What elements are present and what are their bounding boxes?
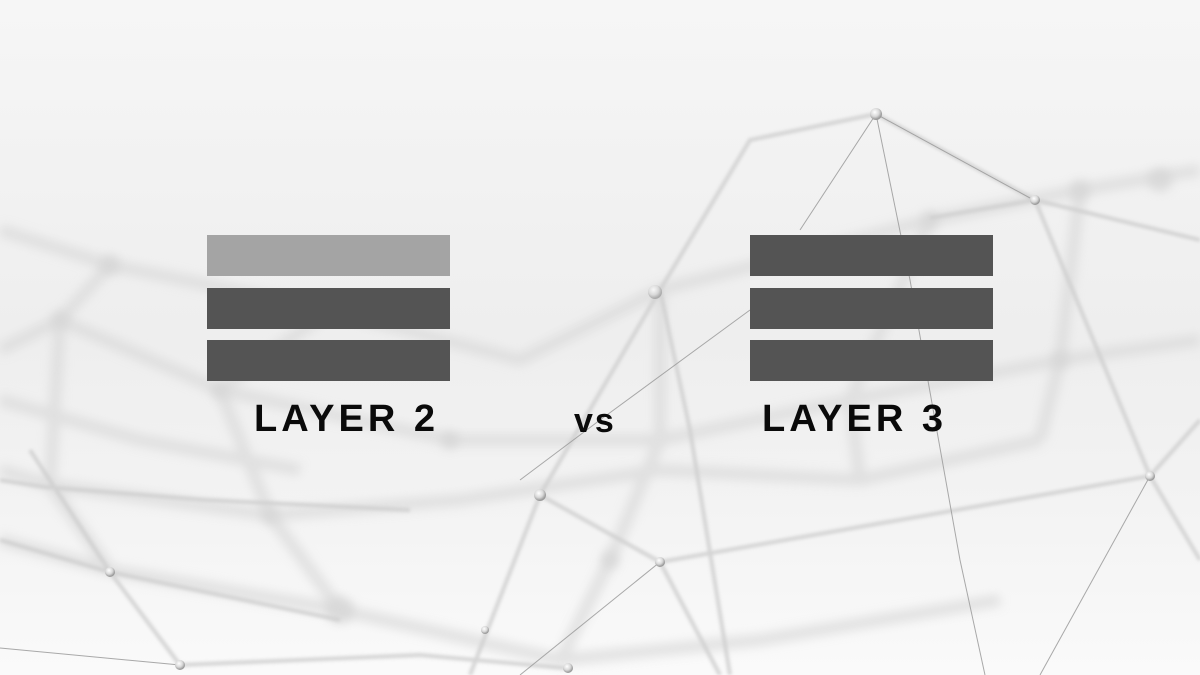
layer-3-bar-middle (750, 288, 993, 329)
layer-2-label: LAYER 2 (254, 398, 439, 440)
layer-3-icon (750, 235, 993, 381)
layer-3-label: LAYER 3 (762, 398, 947, 440)
layer-2-bar-bottom (207, 340, 450, 381)
vs-separator: vs (574, 402, 616, 440)
layer-3-bar-top (750, 235, 993, 276)
layer-2-icon (207, 235, 450, 381)
layer-2-bar-middle (207, 288, 450, 329)
layer-3-bar-bottom (750, 340, 993, 381)
layer-2-bar-top (207, 235, 450, 276)
